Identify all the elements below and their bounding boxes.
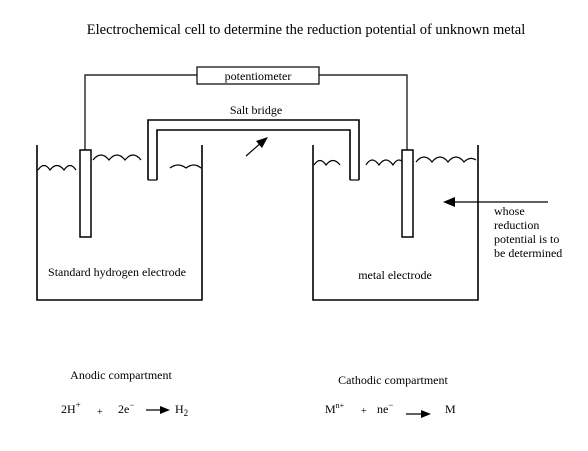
cathodic-compartment-label: Cathodic compartment [338,373,448,387]
cathodic-reactant-2: ne− [377,400,393,416]
left-liquid-surface [37,154,202,172]
left-wire [84,74,197,150]
right-beaker-label: metal electrode [358,268,432,282]
annotation-line: potential is to [494,232,559,246]
annotation-line: reduction [494,218,539,232]
left-beaker-label: Standard hydrogen electrode [48,265,186,279]
left-beaker [36,145,203,301]
salt-bridge-inner [156,129,351,180]
salt-bridge-outer [147,119,360,180]
cathodic-arrow-head [421,410,431,418]
cathodic-plus-sign: + [361,406,367,417]
anodic-product: H2 [175,402,188,418]
anodic-plus-sign: + [97,407,103,418]
salt-bridge-arrow [245,137,268,157]
anodic-reactant-1: 2H+ [61,400,81,416]
annotation-line: be determined [494,246,562,260]
anodic-compartment-label: Anodic compartment [70,368,172,382]
right-wire [319,74,408,150]
right-electrode [401,149,414,238]
annotation-line: whose [494,204,525,218]
anodic-arrow-head [160,406,170,414]
cathodic-product: M [445,402,456,416]
left-electrode [79,149,92,238]
potentiometer-label: potentiometer [225,69,292,83]
right-liquid-surface [313,156,477,167]
right-beaker [312,145,479,301]
diagram-title: Electrochemical cell to determine the re… [87,22,525,38]
cathodic-reactant-1: Mn+ [325,401,345,416]
anodic-reactant-2: 2e− [118,400,134,416]
anodic-reaction: 2H+ + 2e− H2 [61,400,188,418]
potentiometer-box [196,66,320,85]
cathodic-reaction: Mn+ + ne− M [325,400,456,418]
metal-electrode-arrow [443,197,548,207]
metal-electrode-annotation: whose reduction potential is to be deter… [494,204,562,260]
salt-bridge-label: Salt bridge [230,103,282,117]
